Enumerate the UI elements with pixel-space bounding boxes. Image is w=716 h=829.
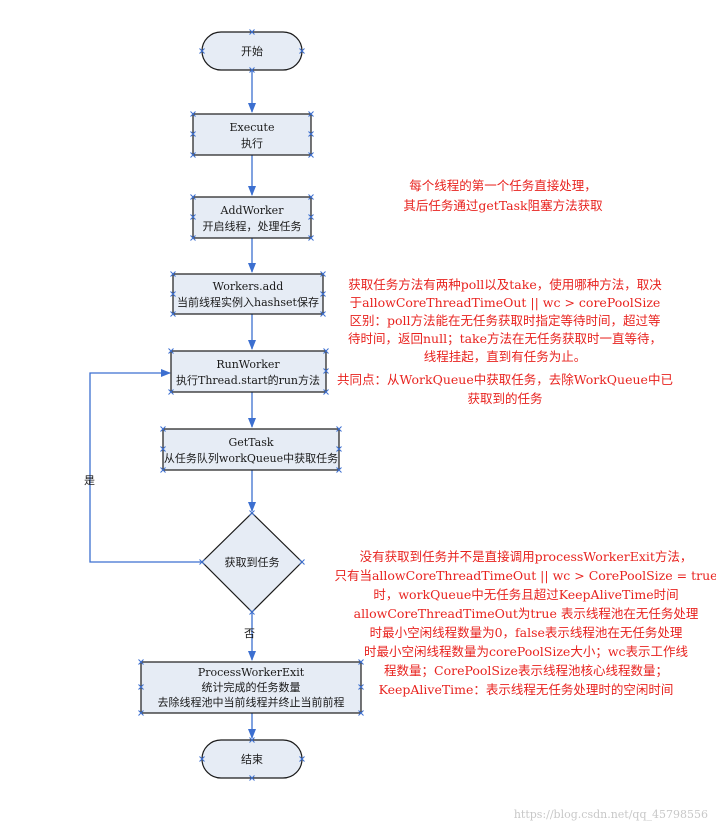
connection-point-marker (190, 235, 196, 241)
note2-line2: 于allowCoreThreadTimeOut || wc > corePool… (350, 295, 661, 310)
start-node: 开始 (201, 31, 303, 71)
execute-node: Execute 执行 (192, 113, 312, 156)
connection-point-marker (249, 609, 255, 615)
execute-title: Execute (230, 121, 275, 134)
connection-point-marker (190, 194, 196, 200)
connection-point-marker (323, 348, 329, 354)
note-first-task: 每个线程的第一个任务直接处理， 其后任务通过getTask阻塞方法获取 (403, 178, 603, 213)
process-exit-title: ProcessWorkerExit (198, 666, 305, 679)
connection-point-marker (308, 111, 314, 117)
workers-add-subtitle: 当前线程实例入hashset保存 (177, 295, 319, 309)
note1-line2: 其后任务通过getTask阻塞方法获取 (403, 198, 603, 213)
start-label: 开始 (241, 44, 263, 58)
connection-point-marker (170, 291, 176, 297)
connection-point-marker (336, 446, 342, 452)
note2-line7: 获取到的任务 (467, 391, 542, 406)
gettask-subtitle: 从任务队列workQueue中获取任务 (164, 451, 338, 465)
connection-point-marker (323, 368, 329, 374)
watermark: https://blog.csdn.net/qq_45798556 (514, 808, 708, 821)
yes-label: 是 (84, 474, 95, 487)
connection-point-marker (358, 684, 364, 690)
note3-line1: 没有获取到任务并不是直接调用processWorkerExit方法， (360, 549, 693, 564)
connection-point-marker (170, 271, 176, 277)
connection-point-marker (160, 446, 166, 452)
note-process-exit: 没有获取到任务并不是直接调用processWorkerExit方法， 只有当al… (334, 549, 716, 697)
connection-point-marker (190, 152, 196, 158)
connection-point-marker (160, 467, 166, 473)
note3-line7: 程数量；CorePoolSize表示线程池核心线程数量； (384, 663, 668, 678)
addworker-title: AddWorker (220, 204, 285, 217)
connection-point-marker (249, 29, 255, 35)
connection-point-marker (320, 291, 326, 297)
note2-line3: 区别：poll方法能在无任务获取时指定等待时间，超过等 (349, 313, 660, 328)
note2-line6: 共同点：从WorkQueue中获取任务，去除WorkQueue中已 (337, 372, 673, 387)
connection-point-marker (358, 659, 364, 665)
connection-point-marker (320, 271, 326, 277)
note3-line2: 只有当allowCoreThreadTimeOut || wc > CorePo… (334, 568, 716, 583)
connection-point-marker (308, 131, 314, 137)
note3-line5: 时最小空闲线程数量为0，false表示线程池在无任务处理 (370, 625, 683, 640)
connection-point-marker (138, 684, 144, 690)
runworker-subtitle: 执行Thread.start的run方法 (176, 373, 320, 387)
connection-point-marker (358, 710, 364, 716)
connection-point-marker (336, 467, 342, 473)
note3-line8: KeepAliveTime：表示线程无任务处理时的空闲时间 (379, 682, 674, 697)
connection-point-marker (190, 214, 196, 220)
connection-point-marker (190, 131, 196, 137)
connection-point-marker (138, 710, 144, 716)
connection-point-marker (308, 194, 314, 200)
connection-point-marker (160, 426, 166, 432)
end-node: 结束 (201, 739, 303, 779)
connection-point-marker (249, 737, 255, 743)
connection-point-marker (320, 311, 326, 317)
process-exit-line2: 统计完成的任务数量 (202, 680, 301, 694)
connection-point-marker (249, 775, 255, 781)
connection-point-marker (323, 389, 329, 395)
connection-point-marker (249, 510, 255, 516)
addworker-subtitle: 开启线程，处理任务 (203, 219, 302, 233)
decision-node: 获取到任务 (201, 512, 303, 613)
note2-line5: 线程挂起，直到有任务为止。 (424, 349, 587, 364)
note2-line1: 获取任务方法有两种poll以及take，使用哪种方法，取决 (348, 277, 662, 292)
connection-point-marker (299, 559, 305, 565)
execute-subtitle: 执行 (241, 136, 263, 150)
connection-point-marker (308, 214, 314, 220)
connection-point-marker (168, 389, 174, 395)
workers-add-node: Workers.add 当前线程实例入hashset保存 (172, 273, 324, 315)
process-exit-node: ProcessWorkerExit 统计完成的任务数量 去除线程池中当前线程并终… (140, 661, 362, 714)
connection-point-marker (138, 659, 144, 665)
connection-point-marker (299, 756, 305, 762)
connection-point-marker (308, 152, 314, 158)
runworker-node: RunWorker 执行Thread.start的run方法 (170, 350, 327, 393)
note-gettask-methods: 获取任务方法有两种poll以及take，使用哪种方法，取决 于allowCore… (337, 277, 673, 406)
connection-point-marker (190, 111, 196, 117)
connection-point-marker (199, 756, 205, 762)
connection-point-marker (168, 348, 174, 354)
note3-line4: allowCoreThreadTimeOut为true 表示线程池在无任务处理 (354, 606, 699, 621)
no-label: 否 (244, 627, 255, 640)
runworker-title: RunWorker (216, 358, 280, 371)
connection-point-marker (299, 48, 305, 54)
edge-decision-yes-loop (89, 369, 202, 563)
connection-point-marker (199, 48, 205, 54)
gettask-node: GetTask 从任务队列workQueue中获取任务 (162, 428, 340, 471)
note2-line4: 待时间，返回null；take方法在无任务获取时一直等待， (348, 331, 662, 346)
note1-line1: 每个线程的第一个任务直接处理， (409, 178, 597, 193)
connection-point-marker (170, 311, 176, 317)
end-label: 结束 (241, 753, 263, 766)
connection-point-marker (336, 426, 342, 432)
connection-point-markers (138, 29, 364, 781)
connection-point-marker (199, 559, 205, 565)
connection-point-marker (249, 67, 255, 73)
decision-label: 获取到任务 (225, 556, 280, 569)
connection-point-marker (308, 235, 314, 241)
process-exit-line3: 去除线程池中当前线程并终止当前前程 (158, 695, 345, 709)
workers-add-title: Workers.add (213, 280, 284, 293)
connectors (89, 70, 256, 739)
note3-line3: 时，workQueue中无任务且超过KeepAliveTime时间 (373, 587, 678, 602)
addworker-node: AddWorker 开启线程，处理任务 (192, 196, 312, 239)
note3-line6: 时最小空闲线程数量为corePoolSize大小；wc表示工作线 (364, 644, 689, 659)
gettask-title: GetTask (228, 436, 273, 449)
